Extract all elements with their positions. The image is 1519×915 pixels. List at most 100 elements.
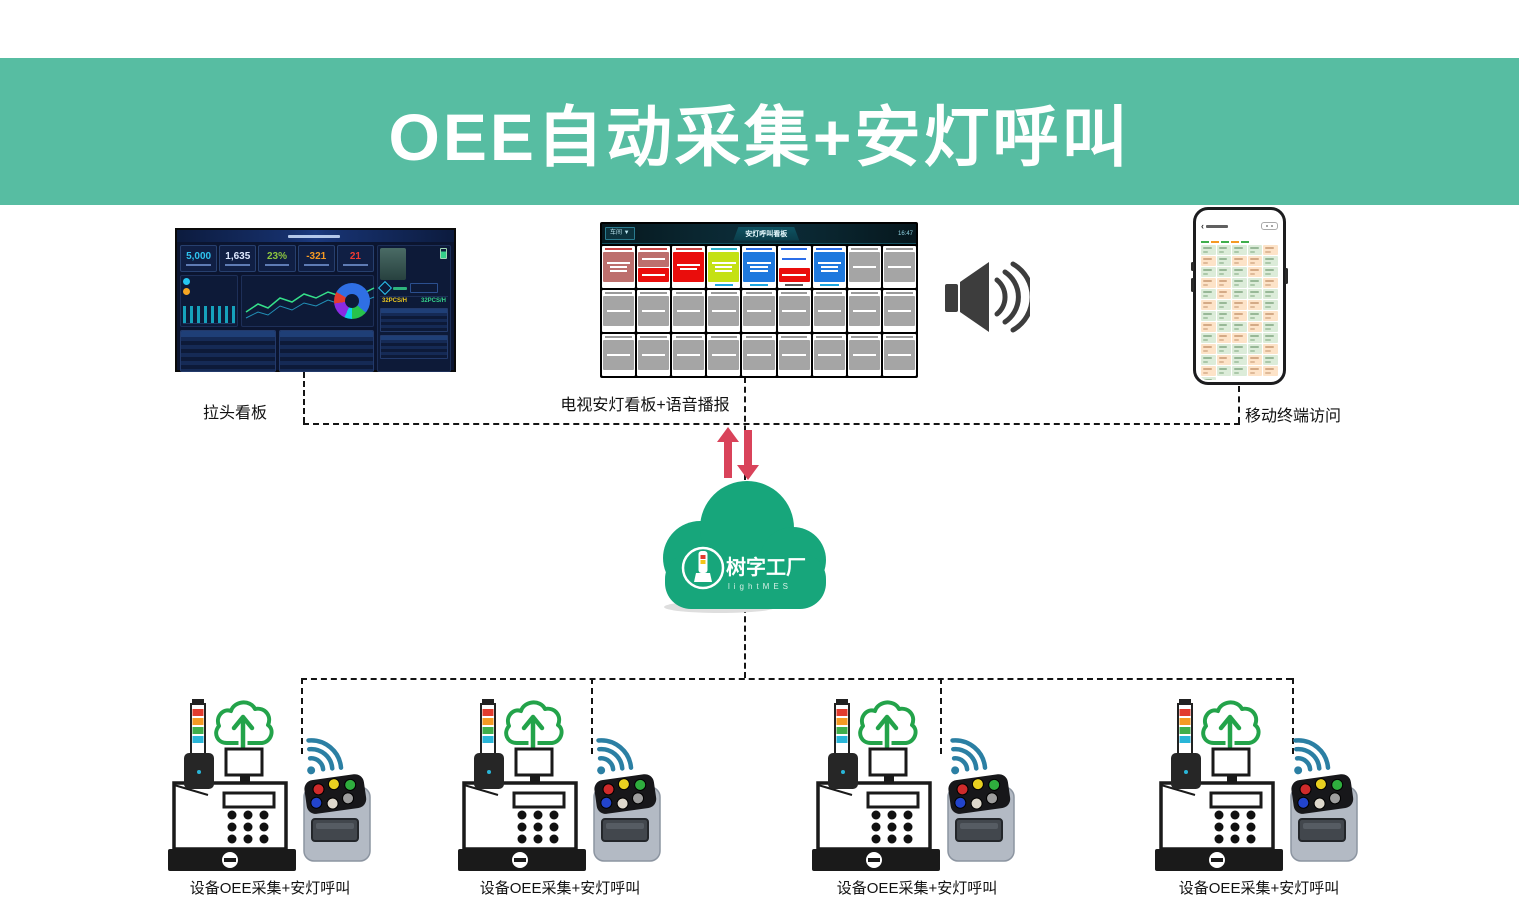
schedule-cell <box>1232 322 1247 332</box>
schedule-cell <box>1232 289 1247 299</box>
oee-device-group <box>458 695 673 873</box>
schedule-cell <box>1201 377 1216 380</box>
schedule-cell <box>1232 245 1247 255</box>
connector-dashed-line <box>940 678 942 754</box>
andon-card <box>742 246 776 288</box>
andon-card <box>602 290 636 332</box>
andon-card <box>672 246 706 288</box>
schedule-cell <box>1201 278 1216 288</box>
title-banner: OEE自动采集+安灯呼叫 <box>0 58 1519 205</box>
andon-board-title: 安灯呼叫看板 <box>733 226 800 241</box>
andon-card <box>777 246 811 288</box>
andon-card-status-block <box>673 340 705 370</box>
schedule-cell <box>1247 267 1263 277</box>
schedule-cell <box>1216 289 1232 299</box>
dashboard-label: 拉头看板 <box>202 405 267 422</box>
schedule-cell <box>1263 366 1278 376</box>
andon-card-status-block <box>603 340 635 370</box>
dashboard-badges-panel <box>180 275 238 327</box>
speaker-icon <box>945 261 1030 333</box>
schedule-cell <box>1232 311 1247 321</box>
dashboard-titlebar <box>177 230 454 242</box>
device-label: 设备OEE采集+安灯呼叫 <box>189 880 351 897</box>
andon-card <box>847 246 881 288</box>
andon-card-status-block <box>743 296 775 326</box>
throughput-stats: 32PCS/H 32PCS/H <box>380 296 448 305</box>
device-label: 设备OEE采集+安灯呼叫 <box>1178 880 1340 897</box>
andon-card <box>882 334 916 376</box>
badge-dot-icon <box>183 288 190 295</box>
cloud-logo-icon <box>681 546 725 590</box>
andon-card-status-block <box>848 340 880 370</box>
andon-card <box>602 246 636 288</box>
andon-card-status-block <box>673 252 705 282</box>
connector-dashed-line <box>591 678 593 754</box>
andon-card-grid <box>602 246 916 376</box>
schedule-cell <box>1232 278 1247 288</box>
andon-card-status-block <box>638 340 670 370</box>
andon-card-status-block <box>848 252 880 282</box>
schedule-cell <box>1201 300 1216 310</box>
andon-card <box>742 290 776 332</box>
schedule-cell <box>1247 300 1263 310</box>
dashboard-table <box>180 330 276 372</box>
kpi-card: 1,635 <box>219 245 257 272</box>
andon-card <box>882 290 916 332</box>
phone-volume-button <box>1191 262 1194 271</box>
andon-card-status-block <box>603 252 635 282</box>
schedule-cell <box>1201 322 1216 332</box>
andon-card <box>742 334 776 376</box>
andon-card-status-block <box>778 252 810 267</box>
andon-tv-screen: 车间 ▼ 安灯呼叫看板 16:47 <box>600 222 918 378</box>
schedule-cell <box>1263 355 1278 365</box>
schedule-cell <box>1263 245 1278 255</box>
schedule-cell <box>1263 267 1278 277</box>
andon-card-status-block <box>813 340 845 370</box>
andon-card-status-block <box>708 340 740 370</box>
andon-card <box>602 334 636 376</box>
dashboard-side-panel: 32PCS/H 32PCS/H <box>377 245 451 372</box>
dashboard-mini-table <box>380 308 448 332</box>
oee-device-group <box>168 695 383 873</box>
operator-photo <box>380 248 406 280</box>
andon-card <box>812 290 846 332</box>
schedule-cell <box>1216 245 1232 255</box>
phone-legend <box>1201 239 1278 245</box>
schedule-cell <box>1216 278 1232 288</box>
cloud-platform: 树字工厂 lightMES <box>663 427 826 613</box>
schedule-cell <box>1247 322 1263 332</box>
andon-board-time: 16:47 <box>897 230 913 237</box>
operator-card <box>380 248 448 280</box>
schedule-cell <box>1232 377 1247 380</box>
connector-dashed-line <box>301 678 1292 680</box>
kpi-card: -321 <box>297 245 335 272</box>
schedule-cell <box>1248 377 1263 380</box>
andon-tv-header: 车间 ▼ 安灯呼叫看板 16:47 <box>602 224 916 244</box>
sync-arrows-icon <box>717 427 759 480</box>
schedule-cell <box>1247 355 1263 365</box>
mobile-phone: ‹ <box>1191 207 1288 385</box>
andon-card <box>777 290 811 332</box>
schedule-cell <box>1232 344 1247 354</box>
schedule-cell <box>1247 289 1263 299</box>
andon-card-status-block <box>848 296 880 326</box>
badge-dot-icon <box>183 278 190 285</box>
schedule-cell <box>1216 267 1232 277</box>
andon-card <box>847 334 881 376</box>
cloud-brand-text: 树字工厂 <box>726 555 806 579</box>
andon-card-status-block <box>813 296 845 326</box>
schedule-cell <box>1201 344 1216 354</box>
schedule-cell <box>1263 322 1278 332</box>
back-icon: ‹ <box>1201 220 1204 231</box>
andon-card <box>777 334 811 376</box>
schedule-cell <box>1201 267 1216 277</box>
phone-volume-button <box>1191 278 1194 292</box>
device-label: 设备OEE采集+安灯呼叫 <box>479 880 641 897</box>
connector-dashed-line <box>744 377 746 480</box>
throughput-value: 32PCS/H <box>382 298 408 304</box>
throughput-value: 32PCS/H <box>420 298 446 304</box>
battery-icon <box>440 248 447 259</box>
schedule-cell <box>1263 311 1278 321</box>
andon-card-status-block <box>743 340 775 370</box>
